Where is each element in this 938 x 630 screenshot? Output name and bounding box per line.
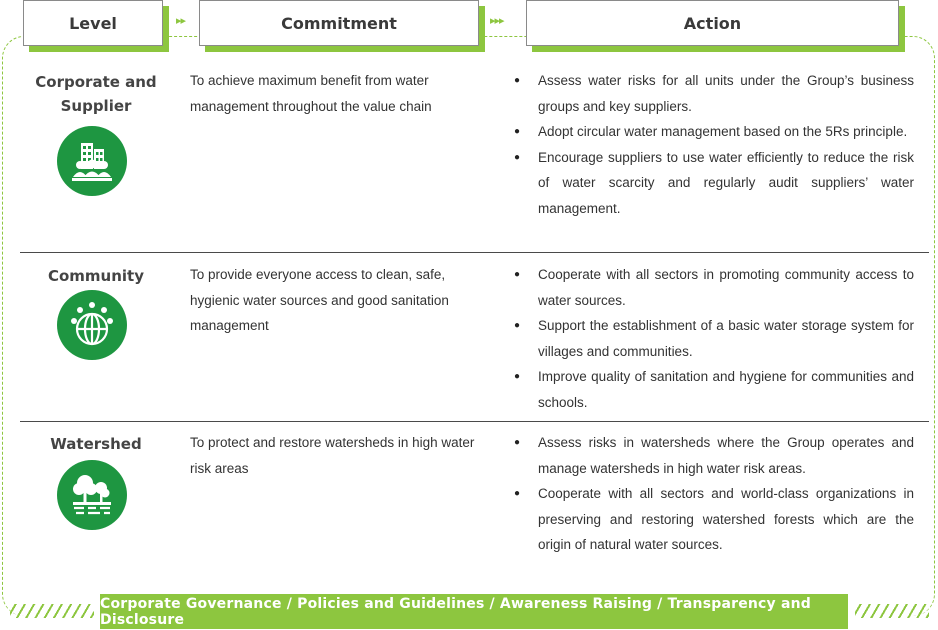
- header-level-label: Level: [23, 0, 163, 46]
- table-row-community: Community To provide everyone access to …: [20, 253, 929, 422]
- action-list: Assess water risks for all units under t…: [514, 68, 914, 221]
- header-arrows-2: ▸▸▸: [490, 15, 505, 27]
- action-list: Cooperate with all sectors in promoting …: [514, 262, 914, 415]
- header-commitment-label: Commitment: [199, 0, 479, 46]
- header-action-label: Action: [526, 0, 899, 46]
- header-level: Level: [23, 0, 169, 52]
- list-item: Assess risks in watersheds where the Gro…: [514, 430, 914, 481]
- list-item: Improve quality of sanitation and hygien…: [514, 364, 914, 415]
- action-list: Assess risks in watersheds where the Gro…: [514, 430, 914, 558]
- footer-banner: Corporate Governance / Policies and Guid…: [100, 594, 848, 629]
- watershed-trees-water-icon: [57, 460, 127, 530]
- corporate-building-people-icon: [57, 126, 127, 196]
- table-row-corporate: Corporate and Supplier To achieve maximu…: [20, 64, 929, 253]
- list-item: Encourage suppliers to use water efficie…: [514, 145, 914, 222]
- header-commitment: Commitment: [199, 0, 485, 52]
- header-arrows-1: ▸▸: [176, 15, 186, 27]
- commitment-text: To provide everyone access to clean, saf…: [190, 267, 449, 333]
- hatch-decoration-right: [855, 604, 929, 618]
- level-label: Corporate and Supplier: [35, 73, 157, 115]
- list-item: Adopt circular water management based on…: [514, 119, 914, 145]
- list-item: Assess water risks for all units under t…: [514, 68, 914, 119]
- list-item: Support the establishment of a basic wat…: [514, 313, 914, 364]
- commitment-text: To protect and restore watersheds in hig…: [190, 435, 475, 476]
- community-globe-people-icon: [57, 290, 127, 360]
- list-item: Cooperate with all sectors and world-cla…: [514, 481, 914, 558]
- level-label: Community: [47, 267, 145, 285]
- list-item: Cooperate with all sectors in promoting …: [514, 262, 914, 313]
- hatch-decoration-left: [10, 604, 94, 618]
- table-row-watershed: Watershed To protect and restore watersh…: [20, 422, 929, 562]
- level-label: Watershed: [50, 435, 142, 453]
- commitment-text: To achieve maximum benefit from water ma…: [190, 73, 432, 114]
- header-action: Action: [526, 0, 905, 52]
